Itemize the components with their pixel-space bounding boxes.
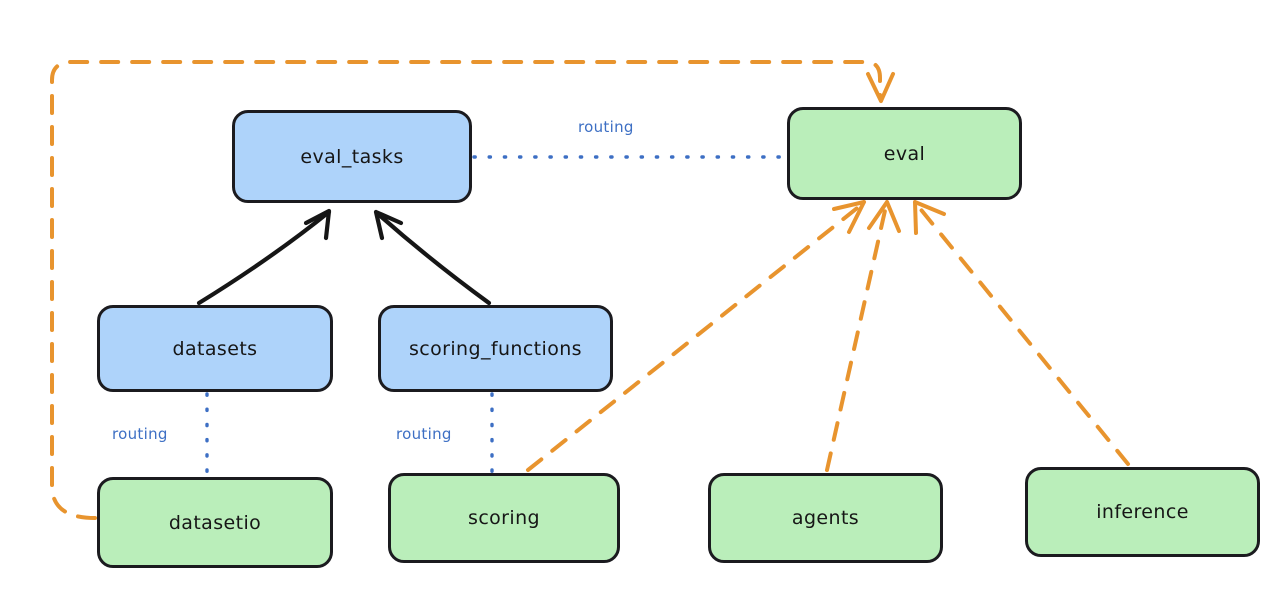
node-label: datasetio — [168, 511, 262, 534]
edge-label-routing-eval: routing — [578, 118, 634, 136]
edge-datasets-eval_tasks — [196, 208, 332, 306]
node-inference[interactable]: inference — [1025, 467, 1260, 557]
node-label: eval — [883, 142, 926, 165]
node-label: datasets — [172, 337, 258, 360]
node-eval-tasks[interactable]: eval_tasks — [232, 110, 472, 203]
edge-label-routing-scoring: routing — [396, 425, 452, 443]
node-label: scoring — [468, 507, 540, 529]
edge-scoring_functions-eval_tasks — [373, 209, 492, 306]
edge-datasetio-eval — [50, 60, 895, 520]
node-label: scoring_functions — [409, 337, 582, 360]
edge-label-routing-datasetio: routing — [112, 425, 168, 443]
edge-inference-eval — [913, 200, 1130, 466]
node-label: eval_tasks — [300, 145, 404, 168]
edge-agents-eval — [825, 200, 901, 472]
node-scoring-functions[interactable]: scoring_functions — [378, 305, 613, 392]
node-datasetio[interactable]: datasetio — [97, 477, 333, 568]
node-label: inference — [1096, 501, 1189, 523]
node-eval[interactable]: eval — [787, 107, 1022, 200]
node-datasets[interactable]: datasets — [97, 305, 333, 392]
node-scoring[interactable]: scoring — [388, 473, 620, 563]
node-label: agents — [791, 507, 860, 529]
node-agents[interactable]: agents — [708, 473, 943, 563]
